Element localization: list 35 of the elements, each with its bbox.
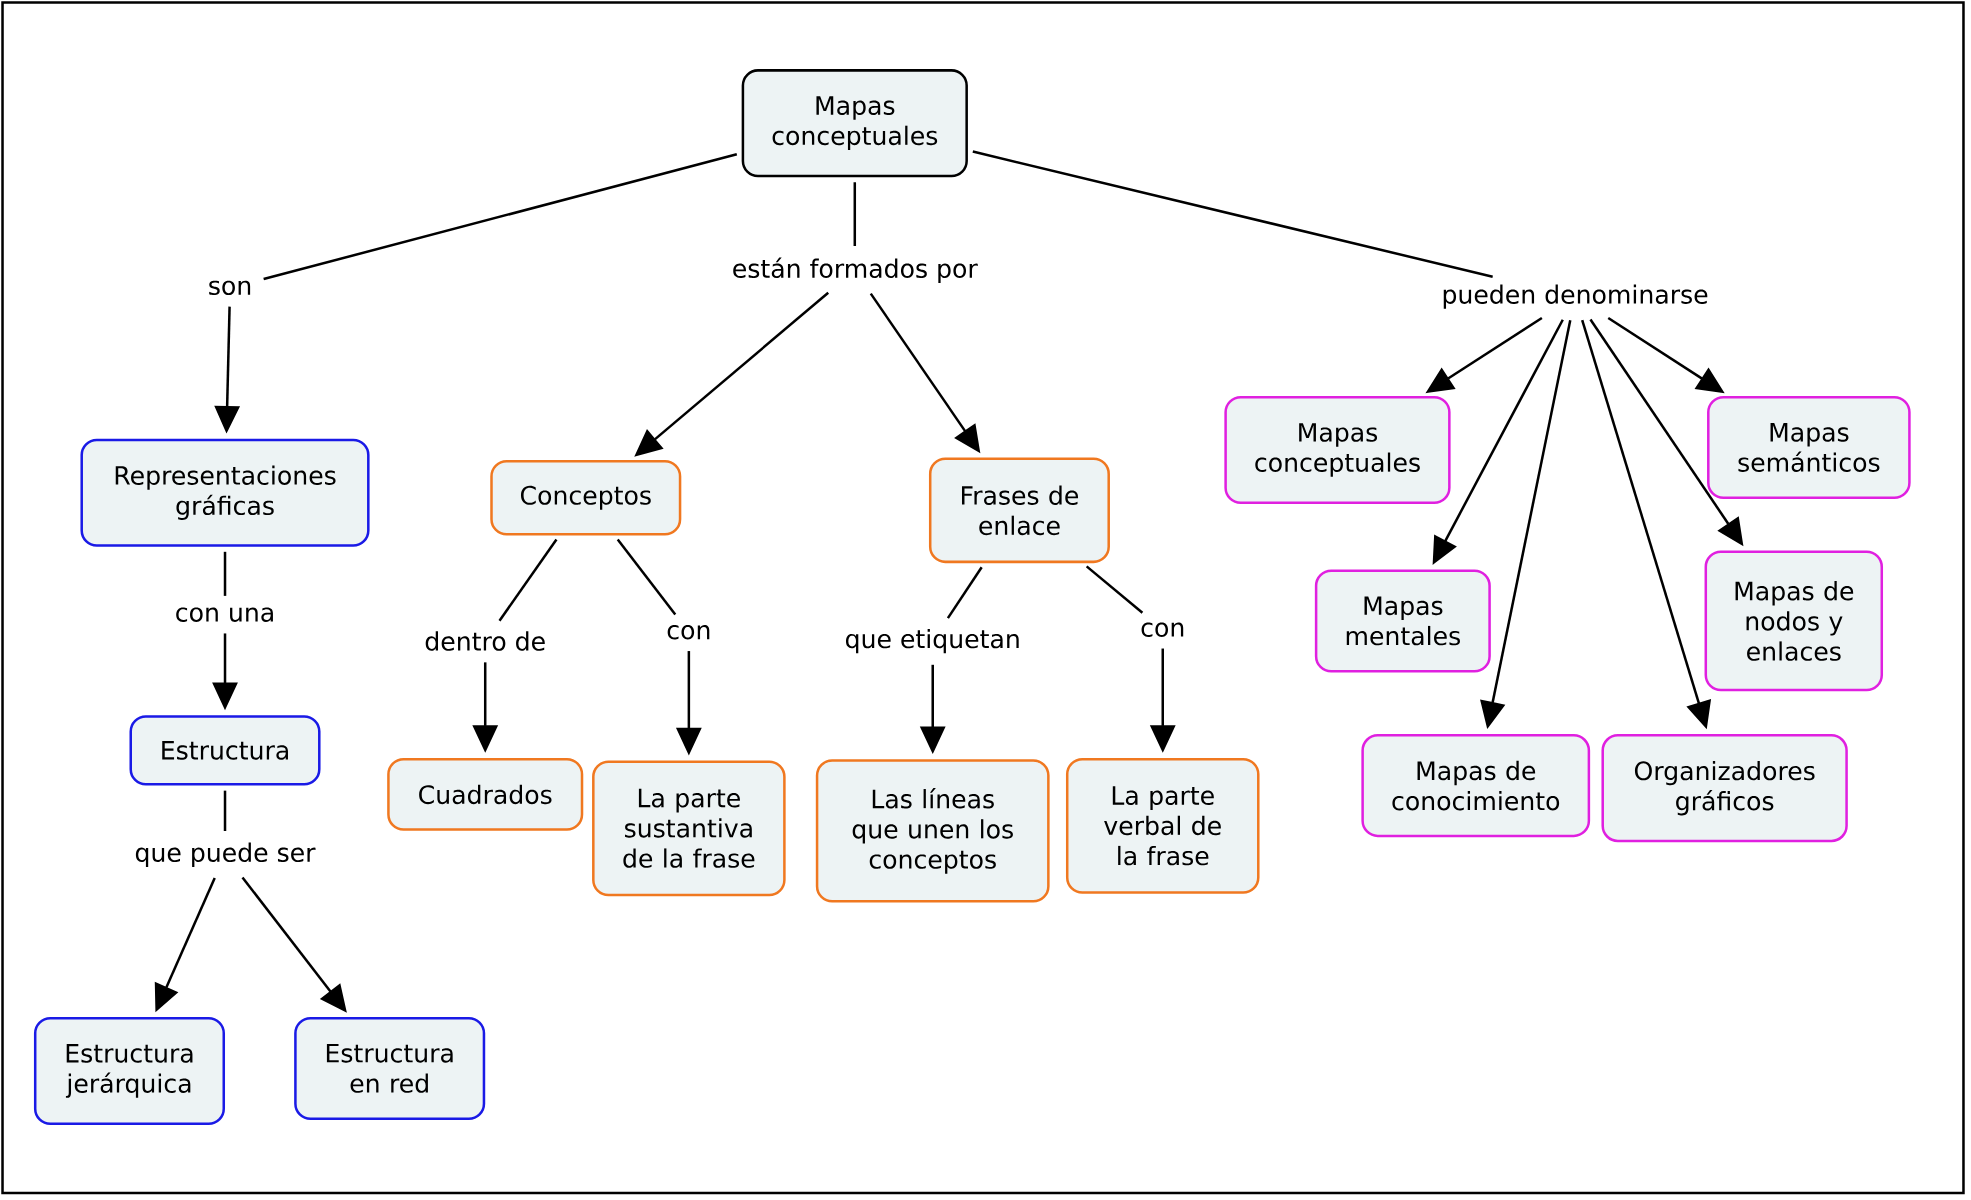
concept-box: Estructura <box>129 715 321 786</box>
connector-line <box>946 566 983 619</box>
concept-box: Mapas conceptuales <box>741 68 968 177</box>
concept-box: Conceptos <box>490 459 682 536</box>
concept-box: Mapas de conocimiento <box>1361 733 1591 837</box>
concept-box: Mapas mentales <box>1314 569 1491 673</box>
connector-line <box>223 790 227 831</box>
concept-box: La parte sustantiva de la frase <box>592 760 786 896</box>
connector-line <box>616 538 677 616</box>
concept-box: Las líneas que unen los conceptos <box>815 759 1050 903</box>
linking-phrase: que puede ser <box>135 842 316 867</box>
concept-box: Estructura jerárquica <box>33 1016 225 1125</box>
linking-phrase: pueden denominarse <box>1443 284 1708 309</box>
linking-phrase: son <box>209 280 251 295</box>
connector-line <box>263 152 738 281</box>
concept-box: Mapas semánticos <box>1707 395 1911 499</box>
linking-phrase: están formados por <box>733 257 978 283</box>
connector-line <box>223 551 227 596</box>
linking-phrase: con una <box>176 607 273 622</box>
linking-phrase: que etiquetan <box>846 628 1019 653</box>
connector-line <box>972 150 1493 278</box>
concept-box: Mapas conceptuales <box>1224 395 1451 504</box>
concept-box: Frases de enlace <box>928 457 1110 563</box>
concept-box: Estructura en red <box>294 1016 486 1120</box>
linking-phrase: con <box>667 624 710 640</box>
connector-line <box>1085 565 1144 614</box>
concept-box: Organizadores gráficos <box>1601 733 1848 842</box>
concept-box: Representaciones gráficas <box>80 438 370 547</box>
linking-phrase: dentro de <box>425 631 545 651</box>
connector-line <box>498 538 558 622</box>
concept-box: Cuadrados <box>387 757 584 831</box>
linking-phrase: con <box>1141 622 1184 637</box>
connector-line <box>853 182 857 246</box>
concept-box: La parte verbal de la frase <box>1065 757 1260 894</box>
concept-box: Mapas de nodos y enlaces <box>1704 550 1884 692</box>
